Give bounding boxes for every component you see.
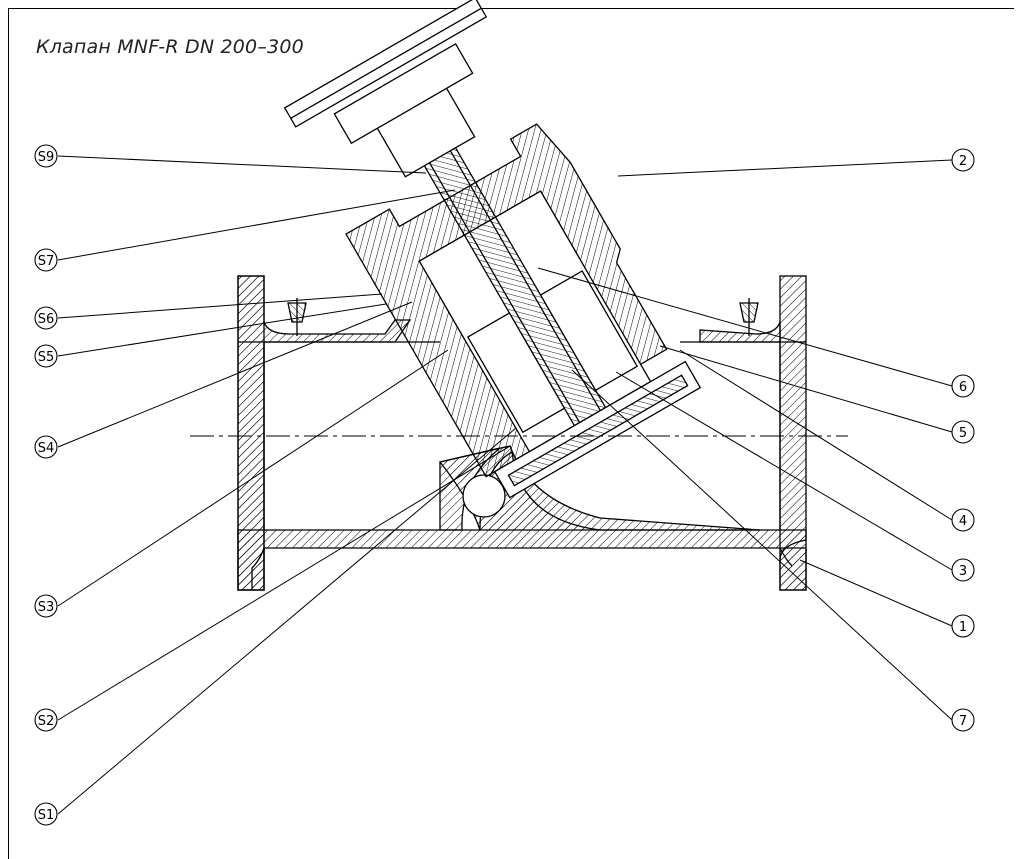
svg-text:S3: S3	[38, 600, 55, 615]
callout-s6: S6	[34, 306, 58, 330]
svg-text:S7: S7	[38, 254, 55, 269]
callout-s1: S1	[34, 802, 58, 826]
svg-text:S6: S6	[38, 312, 55, 327]
svg-text:1: 1	[959, 620, 967, 635]
svg-text:6: 6	[959, 380, 967, 395]
callout-s2: S2	[34, 708, 58, 732]
callout-7: 7	[951, 708, 975, 732]
drawing-title: Клапан MNF-R DN 200–300	[36, 36, 304, 58]
callout-s9: S9	[34, 144, 58, 168]
svg-text:4: 4	[959, 514, 967, 529]
callout-2: 2	[951, 148, 975, 172]
callout-s4: S4	[34, 435, 58, 459]
svg-text:S9: S9	[38, 150, 55, 165]
callout-1: 1	[951, 614, 975, 638]
svg-text:7: 7	[959, 714, 967, 729]
svg-text:5: 5	[959, 426, 967, 441]
callout-s5: S5	[34, 344, 58, 368]
svg-text:S5: S5	[38, 350, 55, 365]
bonnet-assembly	[283, 0, 702, 499]
callout-s3: S3	[34, 594, 58, 618]
svg-text:2: 2	[959, 154, 967, 169]
svg-text:S2: S2	[38, 714, 55, 729]
callout-6: 6	[951, 374, 975, 398]
svg-text:S4: S4	[38, 441, 55, 456]
callout-3: 3	[951, 558, 975, 582]
callout-5: 5	[951, 420, 975, 444]
leader-lines	[57, 155, 953, 815]
svg-text:3: 3	[959, 564, 967, 579]
svg-text:S1: S1	[38, 808, 55, 823]
drawing-frame	[8, 8, 1014, 859]
callout-s7: S7	[34, 248, 58, 272]
callout-4: 4	[951, 508, 975, 532]
